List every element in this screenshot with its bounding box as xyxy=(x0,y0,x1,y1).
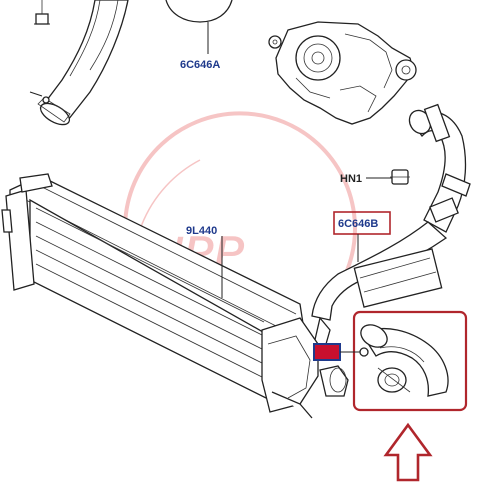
label-6c646a: 6C646A xyxy=(180,59,220,71)
flange-top-center xyxy=(165,0,233,23)
clip-hn1 xyxy=(390,169,410,185)
highlight-box xyxy=(352,310,468,412)
label-box-6c646b xyxy=(333,211,391,235)
label-9l440: 9L440 xyxy=(186,225,217,237)
turbocharger xyxy=(268,21,417,125)
up-arrow-icon xyxy=(383,422,433,482)
intercooler-9l440 xyxy=(1,173,349,419)
clamp-screw-icon xyxy=(359,347,369,357)
highlighted-hose xyxy=(360,324,449,397)
label-hn1: HN1 xyxy=(340,173,362,185)
turbo-outlet-hose xyxy=(408,103,471,233)
upper-hose-6c646a xyxy=(29,0,129,126)
bolt-top-left xyxy=(34,0,50,25)
label-6c646b: 6C646B xyxy=(338,218,378,230)
lower-hose-6c646b xyxy=(311,221,448,345)
highlighted-part-badge xyxy=(313,343,341,361)
